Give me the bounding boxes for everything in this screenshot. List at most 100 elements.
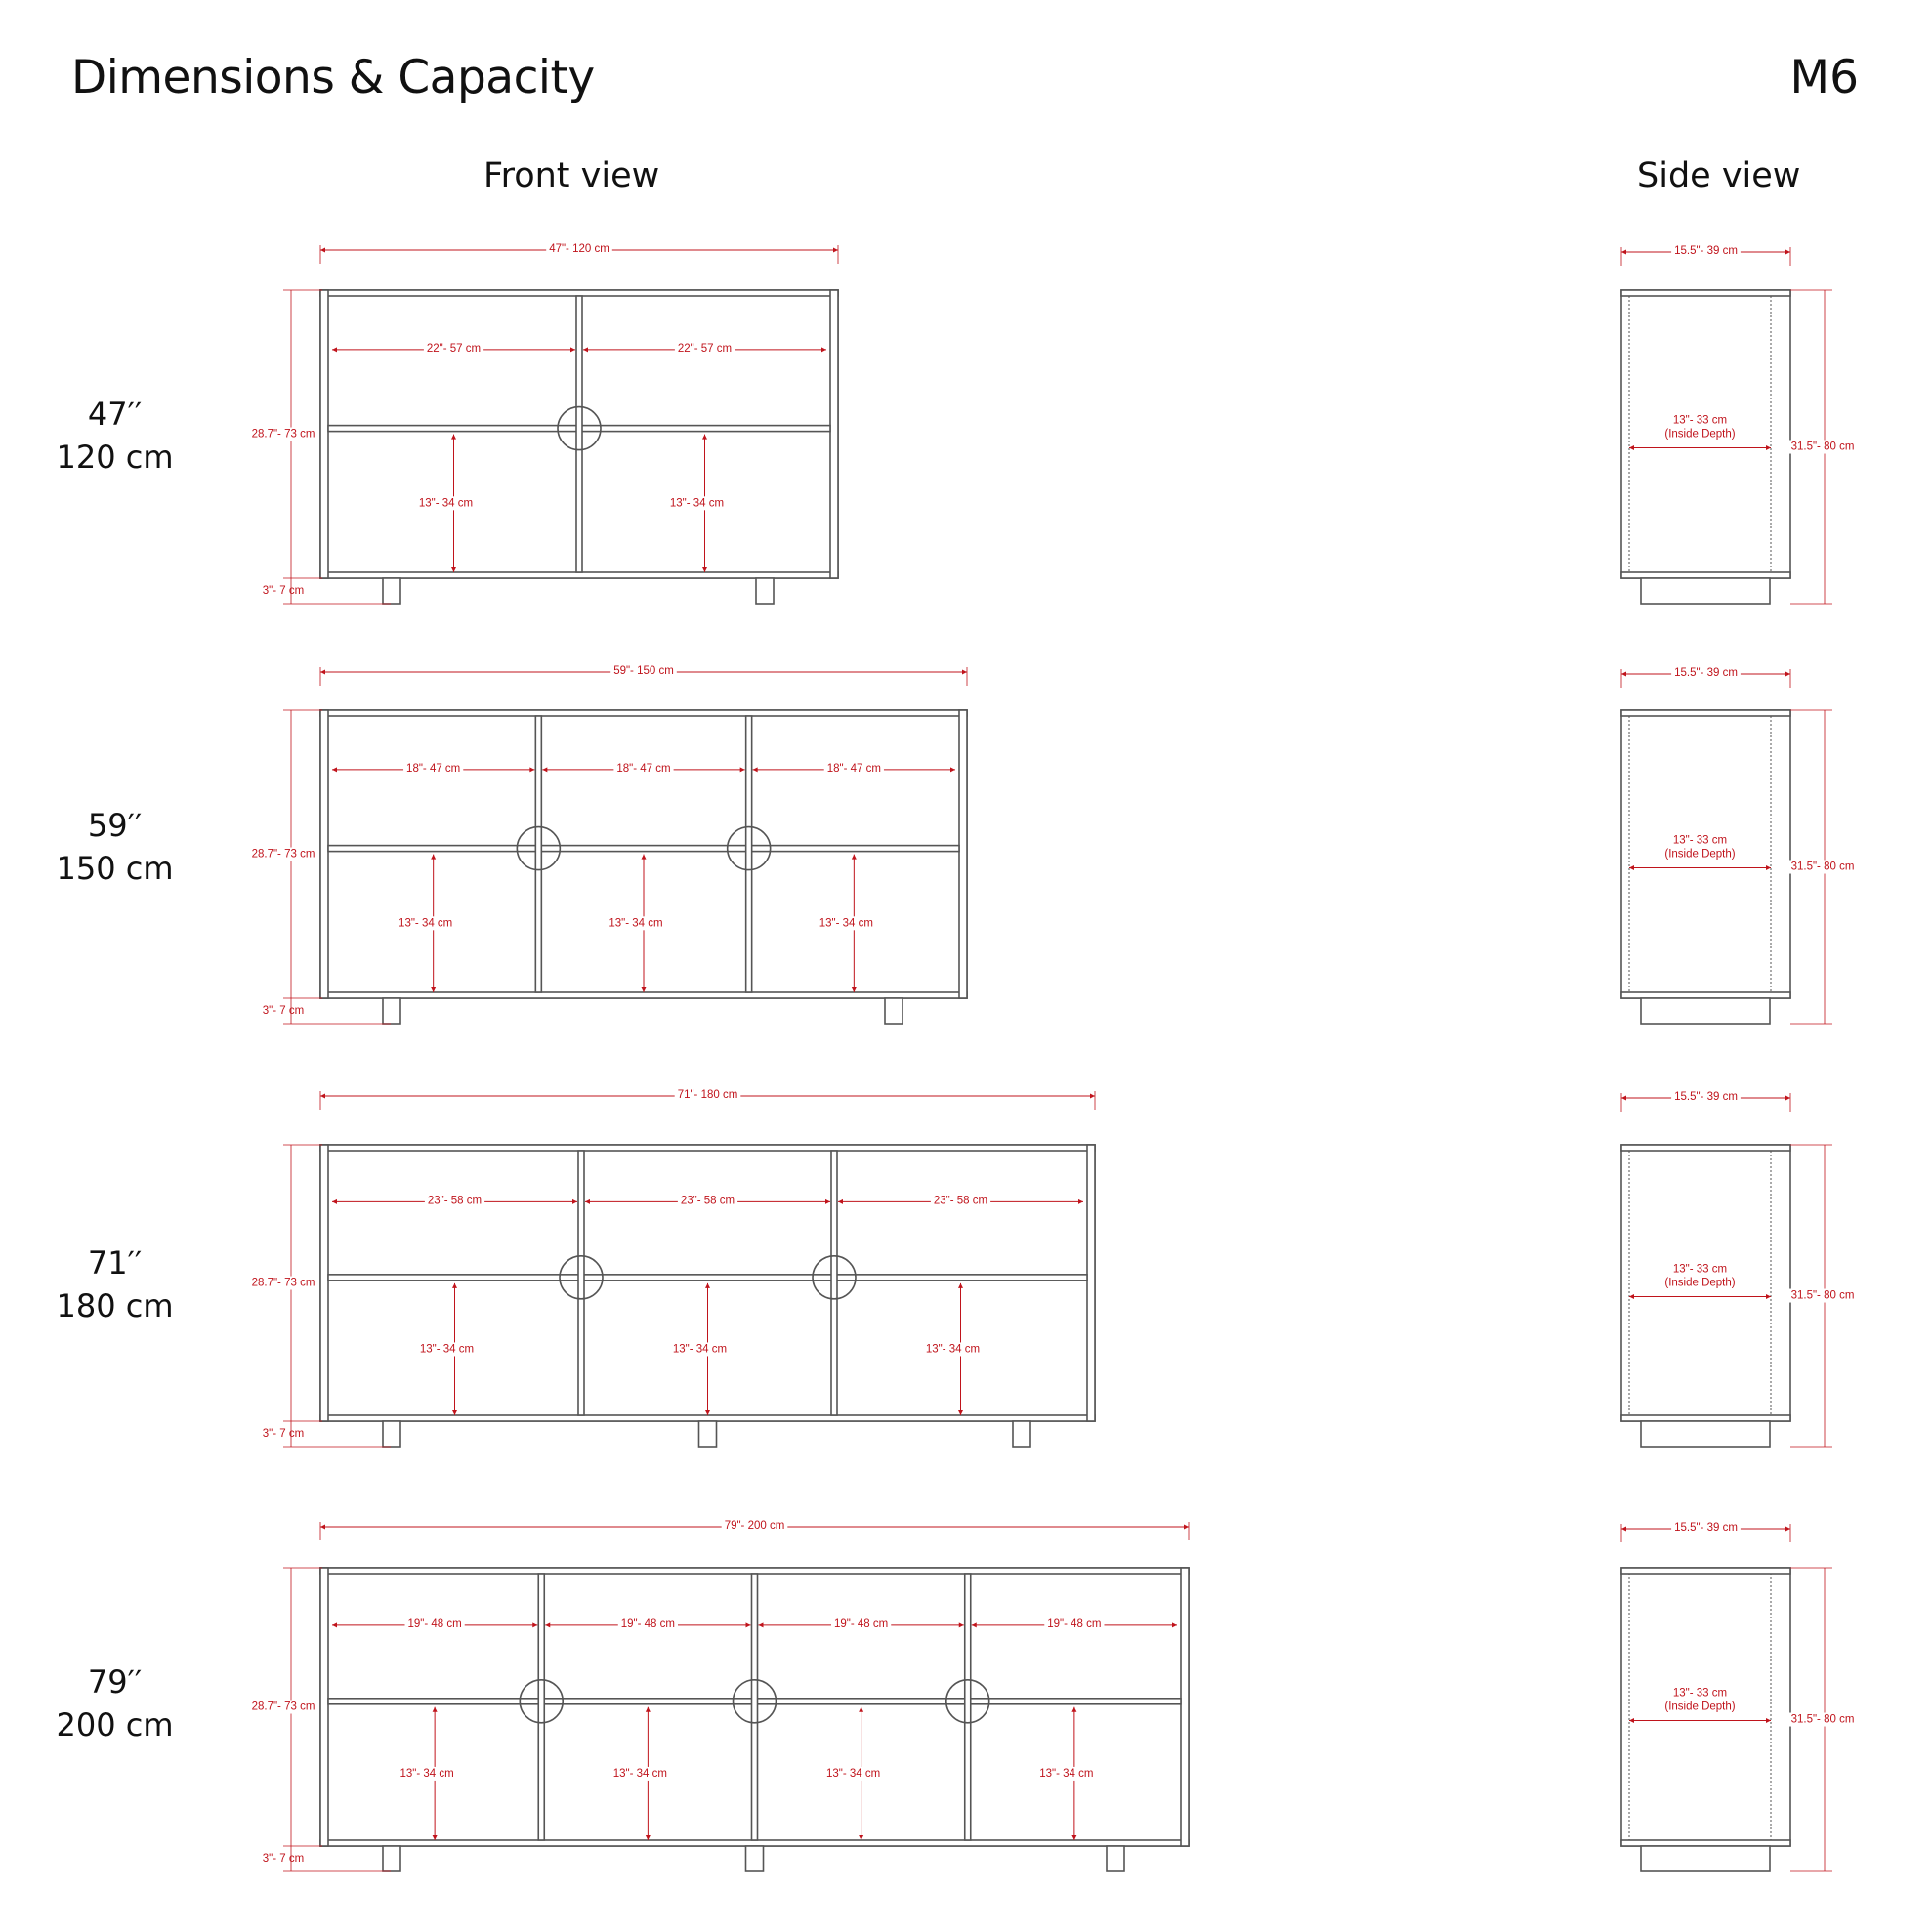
shelf-height-label: 13"- 34 cm — [609, 917, 662, 929]
arrow-head — [452, 1282, 457, 1288]
arrow-head — [431, 987, 437, 992]
arrow-head — [1629, 865, 1634, 870]
side-top — [1620, 709, 1791, 717]
cabinet-top — [319, 709, 968, 717]
bay-width-dim-label-bg — [831, 1617, 892, 1631]
arrow-head — [585, 1198, 590, 1204]
left-side-panel — [319, 1144, 329, 1422]
left-side-panel — [319, 289, 329, 579]
arrow-head — [641, 854, 647, 860]
arrow-head — [1621, 1095, 1626, 1101]
overall-width-dim-label-bg — [674, 1088, 741, 1103]
arrow-head — [451, 567, 456, 572]
handle-cutout — [519, 1679, 565, 1724]
arrow-head — [320, 247, 325, 253]
right-side-panel — [1086, 1144, 1096, 1422]
cabinet-top — [319, 289, 839, 297]
size-cm: 150 cm — [56, 850, 174, 887]
inside-depth-label-bg — [1669, 1686, 1731, 1701]
leg — [744, 1845, 765, 1872]
shelf-height-label-bg — [609, 1766, 670, 1781]
inside-depth-label-bg — [1669, 413, 1731, 428]
inside-depth-note: (Inside Depth) — [1664, 1278, 1735, 1289]
shelf-height-label: 13"- 34 cm — [819, 917, 873, 929]
arrow-head — [838, 1198, 843, 1204]
arrow-head — [645, 1835, 651, 1840]
bay-width-dim-label: 23"- 58 cm — [681, 1195, 735, 1206]
shelf-height-label: 13"- 34 cm — [400, 1768, 454, 1780]
arrow-head — [702, 567, 707, 572]
handle-cutout — [516, 825, 562, 871]
inside-depth-note: (Inside Depth) — [1664, 849, 1735, 861]
cabinet-bottom — [319, 1414, 1096, 1422]
height-label-bg — [248, 1276, 318, 1290]
bay-width-dim-label: 18"- 47 cm — [616, 763, 670, 775]
leg-height-label: 3"- 7 cm — [263, 1428, 304, 1440]
divider — [830, 1150, 838, 1416]
right-side-panel — [958, 709, 968, 999]
arrow-head — [758, 1622, 764, 1628]
side-plinth — [1640, 997, 1771, 1025]
total-height-label: 31.5"- 80 cm — [1791, 1714, 1855, 1726]
arrow-head — [1785, 249, 1790, 255]
arrow-head — [1184, 1524, 1189, 1530]
arrow-head — [745, 1622, 751, 1628]
inside-depth-label: 13"- 33 cm — [1673, 1688, 1727, 1700]
cabinet-bottom — [319, 1839, 1190, 1847]
side-plinth — [1640, 1845, 1771, 1872]
divider — [744, 715, 753, 993]
arrow-head — [1621, 1526, 1626, 1532]
leg-height-label: 3"- 7 cm — [263, 1853, 304, 1865]
size-inches: 71′′ — [87, 1244, 143, 1281]
side-depth-dim-label-bg — [1671, 1090, 1741, 1105]
arrow-head — [962, 669, 967, 675]
shelf-height-label: 13"- 34 cm — [926, 1343, 980, 1355]
side-depth-dim-label-bg — [1671, 244, 1741, 259]
overall-width-dim-label: 47"- 120 cm — [549, 243, 609, 255]
model-name: M6 — [1789, 51, 1859, 105]
bay-width-dim-label: 19"- 48 cm — [408, 1618, 462, 1630]
arrow-head — [851, 987, 857, 992]
total-height-label-bg — [1787, 1712, 1858, 1727]
bay-width-dim-label: 19"- 48 cm — [621, 1618, 675, 1630]
arrow-head — [950, 767, 955, 773]
shelf-height-label-bg — [396, 916, 456, 931]
handle-cutout — [812, 1255, 857, 1300]
overall-width-dim-label-bg — [721, 1519, 788, 1533]
side-plinth — [1640, 1420, 1771, 1448]
bay-width-dim-label-bg — [617, 1617, 678, 1631]
arrow-head — [702, 434, 707, 440]
total-height-label-bg — [1787, 1288, 1858, 1303]
overall-width-dim-label-bg — [610, 664, 677, 679]
height-label-bg — [248, 427, 318, 441]
size-inches: 79′′ — [87, 1663, 143, 1701]
arrow-head — [705, 1410, 710, 1415]
shelf-height-label: 13"- 34 cm — [399, 917, 452, 929]
size-inches: 47′′ — [87, 396, 143, 433]
arrow-head — [821, 347, 826, 353]
leg — [884, 997, 903, 1025]
total-height-label-bg — [1787, 860, 1858, 874]
size-cm: 200 cm — [56, 1706, 174, 1743]
arrow-head — [1078, 1198, 1083, 1204]
bay-width-dim-label: 18"- 47 cm — [406, 763, 460, 775]
shelf-height-label: 13"- 34 cm — [420, 1343, 474, 1355]
shelf-height-label-bg — [397, 1766, 457, 1781]
bay-width-dim-label-bg — [1044, 1617, 1105, 1631]
divider — [963, 1573, 972, 1841]
total-height-label: 31.5"- 80 cm — [1791, 861, 1855, 873]
arrow-head — [1629, 1294, 1634, 1299]
handle-cutout — [557, 405, 602, 451]
total-height-label: 31.5"- 80 cm — [1791, 441, 1855, 453]
side-depth-dim-label-bg — [1671, 1521, 1741, 1535]
inside-depth-note-bg — [1661, 847, 1739, 861]
shelf-height-label: 13"- 34 cm — [419, 497, 473, 509]
shelf-height-label-bg — [669, 1342, 731, 1357]
arrow-head — [545, 1622, 551, 1628]
shelf-height-label-bg — [816, 916, 876, 931]
size-label-200: 79′′ 200 cm — [29, 1660, 200, 1746]
front-view-heading: Front view — [483, 156, 660, 195]
